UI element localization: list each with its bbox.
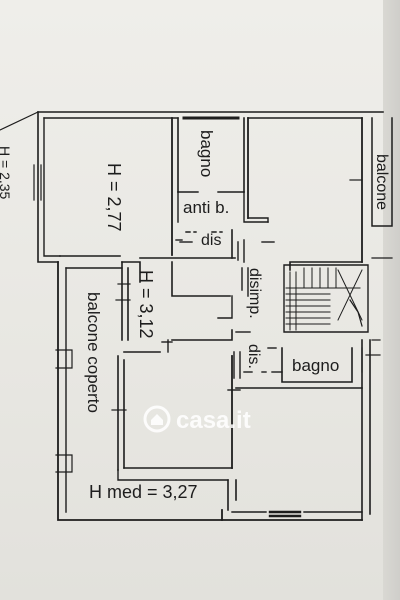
room-height-top-left: H = 2,77 bbox=[104, 163, 124, 232]
casa-logo-icon bbox=[143, 405, 171, 433]
room-label-dis-mid: dis. bbox=[245, 344, 262, 369]
page-edge bbox=[383, 0, 400, 600]
room-label-bagno-right: bagno bbox=[292, 356, 340, 375]
room-label-disimp: disimp. bbox=[246, 268, 263, 319]
casa-watermark-text: casa.it bbox=[176, 407, 251, 434]
room-label-balcone-coperto: balcone coperto bbox=[84, 292, 103, 413]
room-height-center: H = 3,12 bbox=[136, 270, 156, 339]
room-label-anti-bagno: anti b. bbox=[183, 198, 230, 217]
room-label-bagno-top: bagno bbox=[197, 130, 216, 178]
room-height-h-med: H med = 3,27 bbox=[89, 482, 198, 502]
room-label-dis-top: dis bbox=[201, 232, 222, 249]
edge-height-label: H = 2,35 bbox=[0, 146, 13, 200]
room-label-balcone-right: balcone bbox=[373, 154, 390, 211]
